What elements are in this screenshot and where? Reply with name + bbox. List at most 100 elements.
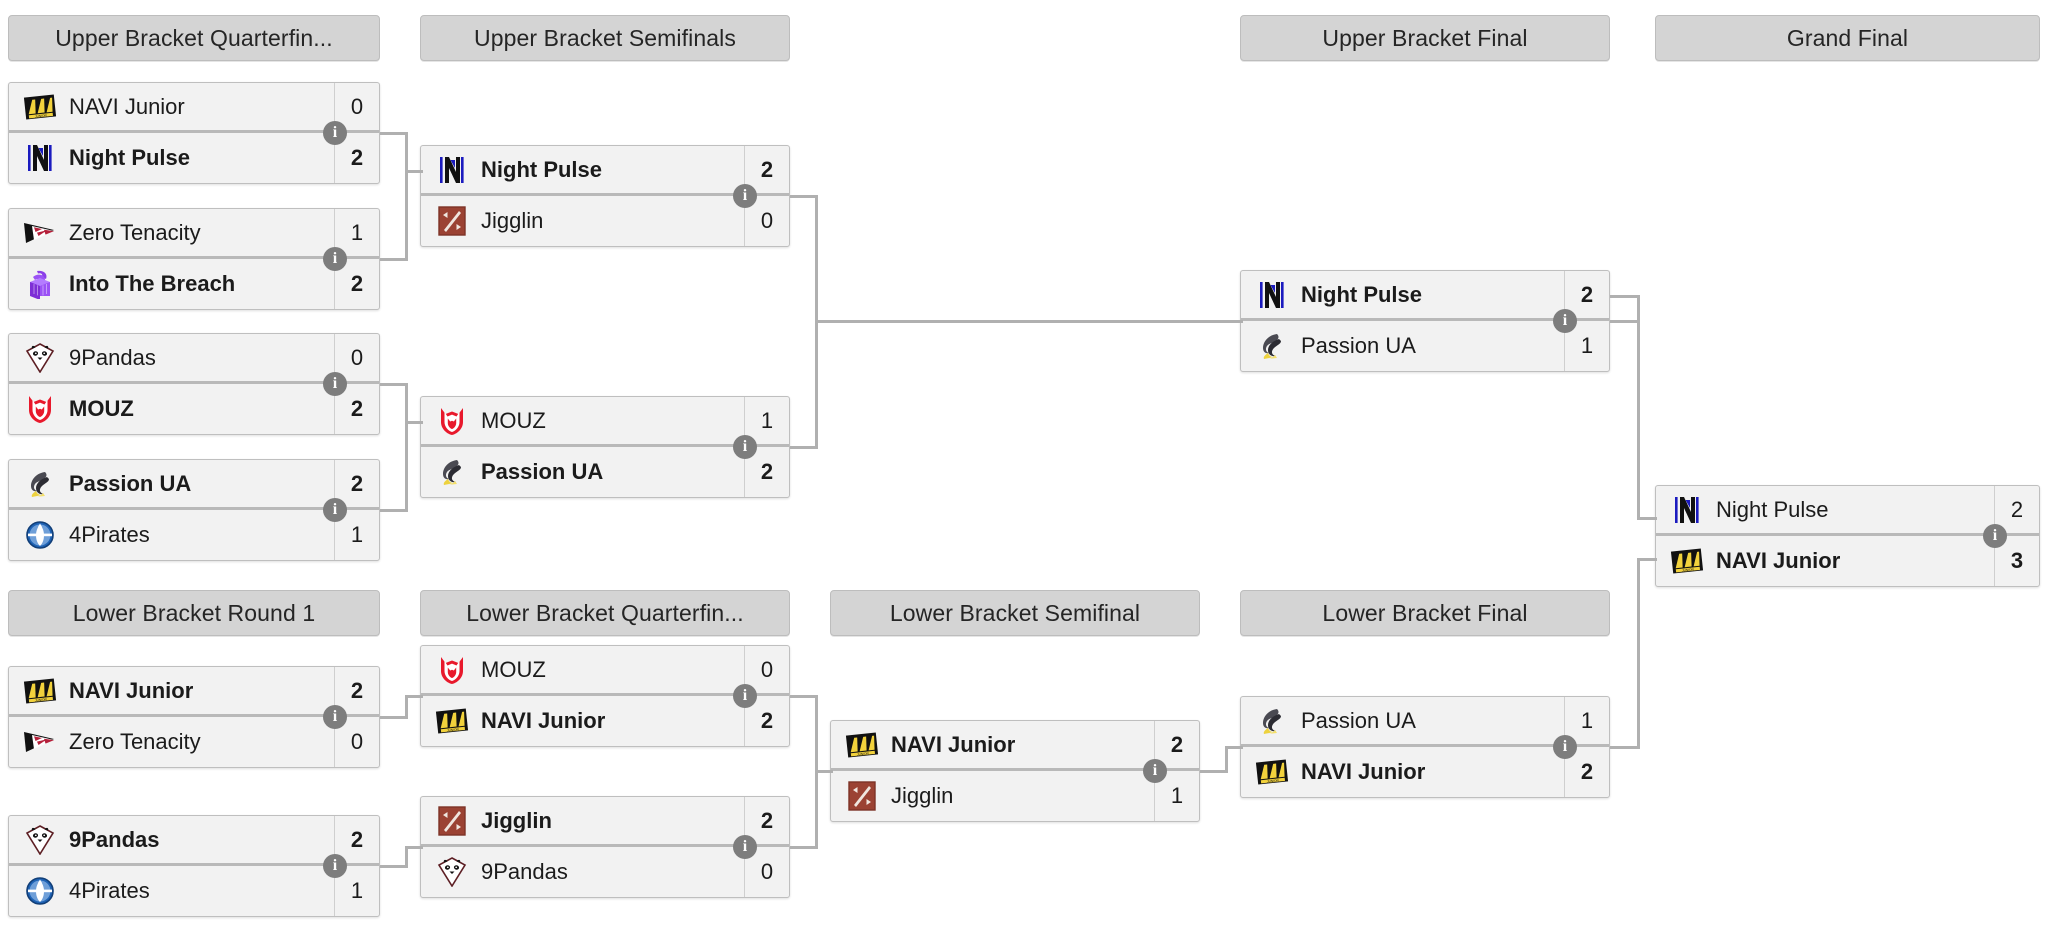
team-name: 4Pirates <box>69 878 150 903</box>
team-name: Passion UA <box>1301 333 1416 358</box>
bracket-connector <box>790 695 818 698</box>
match-info-icon[interactable]: i <box>1143 759 1167 783</box>
svg-text:JUNIOR: JUNIOR <box>447 727 460 732</box>
match-info-icon[interactable]: i <box>733 435 757 459</box>
team-name: Night Pulse <box>481 156 603 182</box>
jigglin-logo <box>845 781 879 811</box>
team-score: 2 <box>1564 271 1609 318</box>
team-score: 2 <box>334 816 379 863</box>
jigglin-logo <box>435 805 469 836</box>
match-team-row[interactable]: Passion UA 1 <box>1241 697 1609 747</box>
match-info-icon[interactable]: i <box>1983 524 2007 548</box>
passion-ua-logo <box>1255 331 1289 361</box>
team-name: Passion UA <box>481 459 604 484</box>
bracket-connector <box>405 132 408 261</box>
match-info-icon[interactable]: i <box>1553 309 1577 333</box>
team-name: NAVI Junior <box>69 93 185 119</box>
team-score: 1 <box>334 209 379 256</box>
team-name: Passion UA <box>1301 707 1416 733</box>
match-info-icon[interactable]: i <box>323 247 347 271</box>
round-header-lbf: Lower Bracket Final <box>1240 590 1610 636</box>
bracket-connector <box>380 716 408 719</box>
zero-tenacity-logo <box>23 727 57 757</box>
match-info-icon[interactable]: i <box>323 498 347 522</box>
bracket-connector <box>380 383 408 386</box>
team-score: 3 <box>1994 536 2039 586</box>
mouz-logo <box>23 394 57 424</box>
round-header-label: Upper Bracket Final <box>1322 24 1528 51</box>
team-score: 2 <box>334 667 379 714</box>
zero-tenacity-logo <box>23 218 57 248</box>
team-name: Jigglin <box>481 807 552 833</box>
team-score: 2 <box>1564 747 1609 797</box>
team-score: 1 <box>1564 697 1609 744</box>
9pandas-logo <box>23 342 57 373</box>
bracket-connector <box>1637 558 1657 561</box>
navi-junior-logo: JUNIOR <box>1255 757 1289 787</box>
match-info-icon[interactable]: i <box>323 705 347 729</box>
round-header-gf: Grand Final <box>1655 15 2040 61</box>
navi-junior-logo: JUNIOR <box>23 676 57 706</box>
team-name: Night Pulse <box>1716 496 1829 522</box>
match-info-icon[interactable]: i <box>733 684 757 708</box>
match-info-icon[interactable]: i <box>323 854 347 878</box>
team-score: 1 <box>744 397 789 444</box>
match-info-icon[interactable]: i <box>323 372 347 396</box>
match-info-icon[interactable]: i <box>1553 735 1577 759</box>
match-info-icon[interactable]: i <box>323 121 347 145</box>
bracket-connector <box>1610 746 1640 749</box>
bracket-connector <box>1637 517 1657 520</box>
bracket-connector <box>790 446 818 449</box>
round-header-ubqf: Upper Bracket Quarterfin... <box>8 15 380 61</box>
team-score: 2 <box>334 384 379 434</box>
team-name: 4Pirates <box>69 522 150 547</box>
match-info-icon[interactable]: i <box>733 835 757 859</box>
bracket-connector <box>1637 295 1640 520</box>
team-score: 0 <box>334 334 379 381</box>
team-name: MOUZ <box>481 656 546 682</box>
round-header-label: Upper Bracket Quarterfin... <box>55 24 333 51</box>
match-info-icon[interactable]: i <box>733 184 757 208</box>
